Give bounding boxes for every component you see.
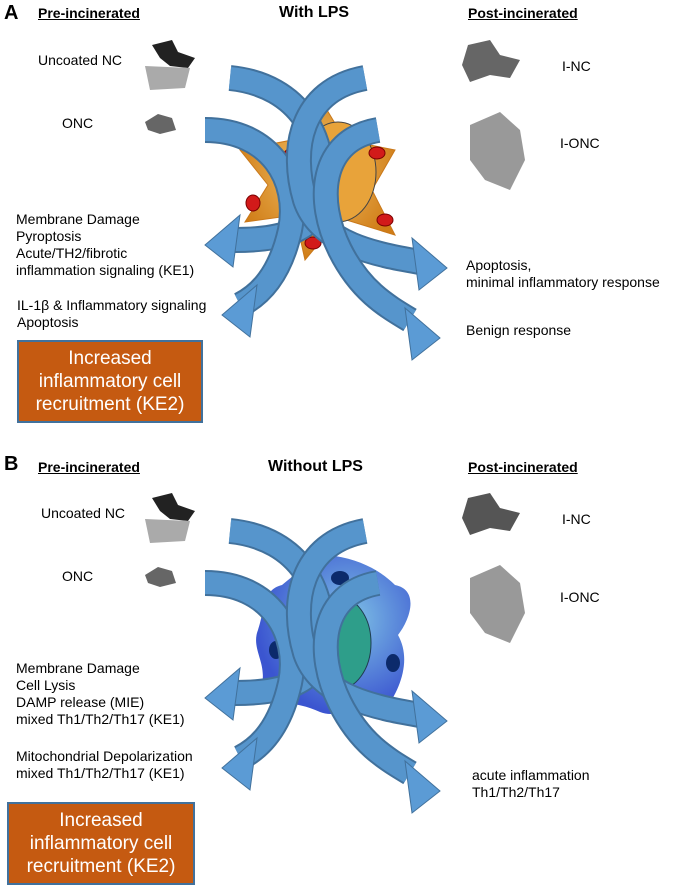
- panel-label-b: B: [4, 453, 19, 475]
- curved-arrow: [312, 117, 441, 361]
- particle-label: I-ONC: [560, 589, 600, 605]
- particle-label: ONC: [62, 568, 94, 584]
- particle-label: ONC: [62, 115, 94, 131]
- particle-label: Uncoated NC: [38, 52, 123, 68]
- pre-header-a: Pre-incinerated: [38, 5, 140, 21]
- curved-arrow: [204, 117, 305, 338]
- curved-arrow: [285, 65, 448, 291]
- particle-label: Uncoated NC: [41, 505, 126, 521]
- curved-arrow: [312, 570, 441, 814]
- particle-label: I-NC: [562, 511, 591, 527]
- curved-arrow: [285, 518, 448, 744]
- arrows: [204, 65, 448, 814]
- title-a: With LPS: [279, 4, 350, 21]
- outcome-text: Apoptosis,minimal inflammatory response: [466, 257, 660, 290]
- post-header-b: Post-incinerated: [468, 459, 578, 475]
- particle-label: I-NC: [562, 58, 591, 74]
- pre-header-b: Pre-incinerated: [38, 459, 140, 475]
- panel-label-a: A: [4, 2, 19, 24]
- particles: [145, 40, 525, 643]
- title-b: Without LPS: [268, 458, 363, 475]
- post-header-a: Post-incinerated: [468, 5, 578, 21]
- outcome-text: Benign response: [466, 322, 572, 338]
- particle-label: I-ONC: [560, 135, 600, 151]
- curved-arrow: [204, 570, 305, 791]
